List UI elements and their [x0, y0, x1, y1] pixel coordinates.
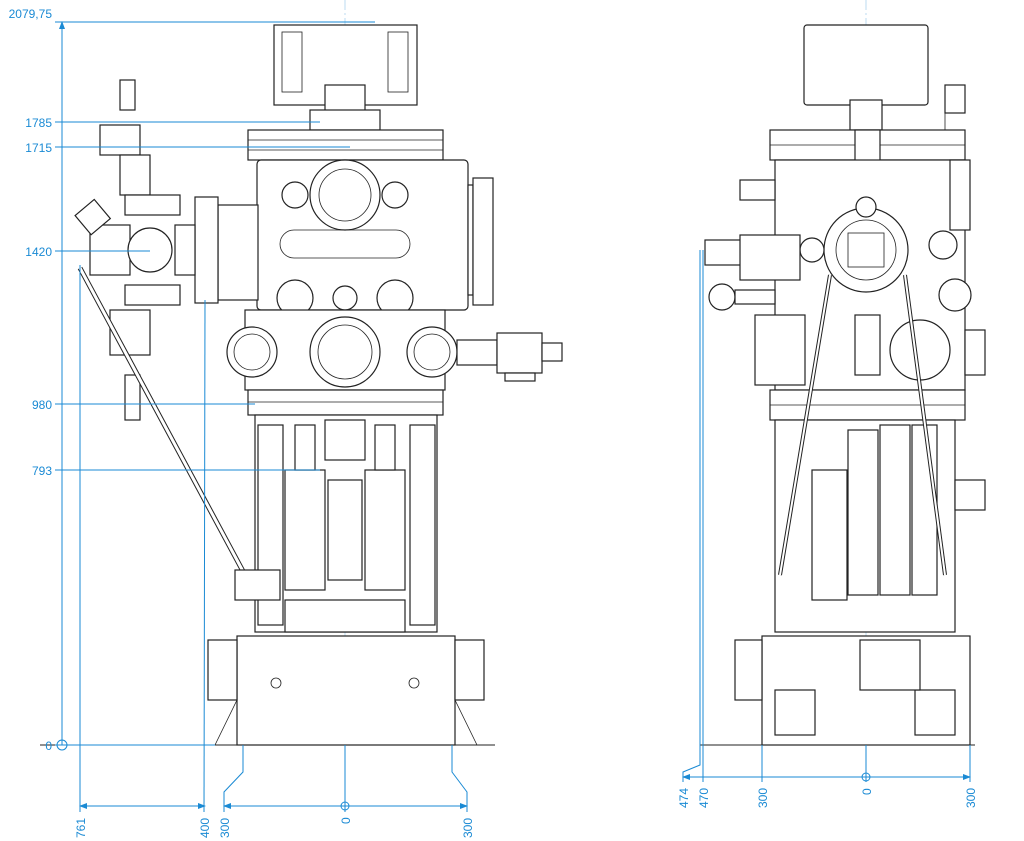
- front-view: [40, 0, 563, 800]
- dim-label-1785: 1785: [25, 116, 52, 130]
- side-horizontal-dimensions: 474 470 300 0 300: [677, 250, 978, 808]
- dim-label-0: 0: [45, 739, 52, 753]
- side-view: [700, 0, 986, 780]
- dim-label-470: 470: [697, 788, 711, 808]
- dim-label-300-left: 300: [756, 788, 770, 808]
- dim-label-761: 761: [74, 818, 88, 838]
- front-horizontal-dimensions: 761 400 300 0 300: [74, 265, 475, 838]
- dim-label-2079-75: 2079,75: [9, 7, 53, 21]
- dim-label-300-left: 300: [218, 818, 232, 838]
- dim-label-300-right: 300: [964, 788, 978, 808]
- dim-label-1715: 1715: [25, 141, 52, 155]
- dim-label-0-center: 0: [860, 788, 874, 795]
- dim-label-474: 474: [677, 788, 691, 808]
- dim-label-1420: 1420: [25, 245, 52, 259]
- dim-label-980: 980: [32, 398, 52, 412]
- dim-label-793: 793: [32, 464, 52, 478]
- dim-label-300-right: 300: [461, 818, 475, 838]
- dim-label-0-center: 0: [339, 817, 353, 824]
- dim-label-400: 400: [198, 818, 212, 838]
- front-vertical-dimensions: 2079,75 1785 1715 1420 980 793 0: [9, 7, 375, 753]
